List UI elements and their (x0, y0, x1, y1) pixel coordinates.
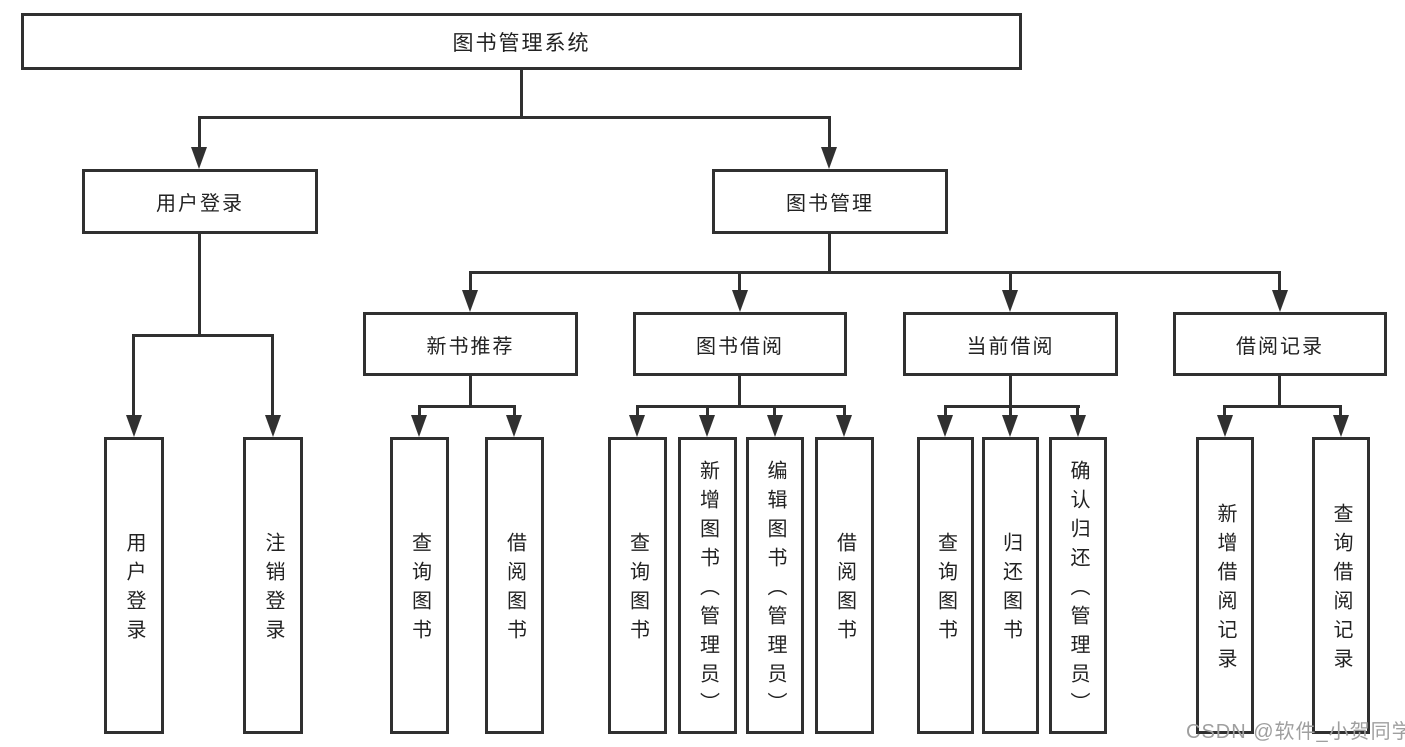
node-label: 借阅记录 (1236, 335, 1324, 358)
connector-vline (1339, 405, 1342, 418)
connector-vline (738, 271, 741, 293)
arrow-down-icon (1002, 290, 1018, 312)
connector-vline (944, 405, 947, 418)
node-label: 查询图书 (934, 532, 957, 648)
node-borrow-records: 借阅记录 (1173, 312, 1387, 376)
leaf-query-books-borrowing: 查询图书 (608, 437, 667, 734)
connector-hline (418, 405, 516, 408)
node-book-management: 图书管理 (712, 169, 948, 234)
connector-vline (828, 234, 831, 274)
arrow-down-icon (1217, 415, 1233, 437)
node-label: 新书推荐 (426, 335, 515, 358)
node-label: 图书借阅 (696, 335, 784, 358)
node-new-book-recommend: 新书推荐 (363, 312, 578, 376)
node-label: 用户登录 (123, 532, 145, 648)
node-label: 确认归还（管理员） (1067, 459, 1089, 721)
connector-vline (843, 405, 846, 418)
connector-vline (1009, 271, 1012, 293)
arrow-down-icon (732, 290, 748, 312)
leaf-query-books-recommend: 查询图书 (390, 437, 449, 734)
arrow-down-icon (1002, 415, 1018, 437)
node-current-borrowing: 当前借阅 (903, 312, 1118, 376)
node-library-management-system: 图书管理系统 (21, 13, 1022, 70)
connector-vline (198, 234, 201, 337)
node-label: 查询图书 (408, 532, 431, 648)
leaf-return-books: 归还图书 (982, 437, 1039, 734)
connector-hline (1223, 405, 1342, 408)
node-label: 当前借阅 (966, 335, 1055, 358)
connector-vline (198, 116, 201, 149)
leaf-query-borrow-record: 查询借阅记录 (1312, 437, 1370, 734)
arrow-down-icon (1333, 415, 1349, 437)
connector-hline (132, 334, 274, 337)
node-label: 查询图书 (626, 532, 649, 648)
node-label: 借阅图书 (833, 532, 856, 648)
leaf-add-borrow-record: 新增借阅记录 (1196, 437, 1254, 734)
connector-vline (520, 70, 523, 119)
leaf-logout: 注销登录 (243, 437, 303, 734)
connector-vline (418, 405, 421, 418)
leaf-edit-book-admin: 编辑图书（管理员） (746, 437, 804, 734)
connector-hline (636, 405, 846, 408)
arrow-down-icon (821, 147, 837, 169)
connector-vline (1278, 376, 1281, 408)
arrow-down-icon (699, 415, 715, 437)
leaf-confirm-return-admin: 确认归还（管理员） (1049, 437, 1107, 734)
arrow-down-icon (937, 415, 953, 437)
connector-hline (469, 271, 1281, 274)
connector-vline (706, 405, 709, 418)
connector-vline (469, 376, 472, 408)
connector-hline (944, 405, 1080, 408)
arrow-down-icon (767, 415, 783, 437)
node-label: 编辑图书（管理员） (764, 459, 786, 721)
connector-vline (513, 405, 516, 418)
node-label: 注销登录 (262, 532, 284, 648)
connector-vline (1278, 271, 1281, 293)
node-label: 新增图书（管理员） (696, 459, 719, 721)
connector-vline (773, 405, 776, 418)
connector-vline (828, 116, 831, 149)
arrow-down-icon (1070, 415, 1086, 437)
arrow-down-icon (462, 290, 478, 312)
node-label: 查询借阅记录 (1330, 503, 1352, 677)
arrow-down-icon (506, 415, 522, 437)
leaf-borrow-books-borrowing: 借阅图书 (815, 437, 874, 734)
connector-vline (469, 271, 472, 293)
leaf-user-login: 用户登录 (104, 437, 164, 734)
connector-vline (271, 334, 274, 417)
arrow-down-icon (265, 415, 281, 437)
connector-vline (1009, 376, 1012, 408)
node-label: 借阅图书 (503, 532, 526, 648)
connector-vline (1009, 405, 1012, 418)
connector-vline (132, 334, 135, 417)
node-label: 图书管理 (786, 193, 874, 215)
connector-vline (636, 405, 639, 418)
node-label: 图书管理系统 (452, 31, 591, 55)
leaf-add-book-admin: 新增图书（管理员） (678, 437, 737, 734)
arrow-down-icon (1272, 290, 1288, 312)
node-label: 新增借阅记录 (1214, 503, 1236, 677)
node-label: 归还图书 (999, 532, 1022, 648)
leaf-query-books-current: 查询图书 (917, 437, 974, 734)
connector-vline (1223, 405, 1226, 418)
node-label: 用户登录 (156, 193, 244, 215)
watermark: CSDN @软件_小贺同学 (1186, 721, 1405, 743)
connector-vline (1076, 405, 1079, 418)
arrow-down-icon (126, 415, 142, 437)
connector-hline (198, 116, 831, 119)
arrow-down-icon (836, 415, 852, 437)
leaf-borrow-books-recommend: 借阅图书 (485, 437, 544, 734)
node-user-login: 用户登录 (82, 169, 318, 234)
connector-vline (738, 376, 741, 408)
node-book-borrowing: 图书借阅 (633, 312, 847, 376)
arrow-down-icon (191, 147, 207, 169)
arrow-down-icon (411, 415, 427, 437)
arrow-down-icon (629, 415, 645, 437)
